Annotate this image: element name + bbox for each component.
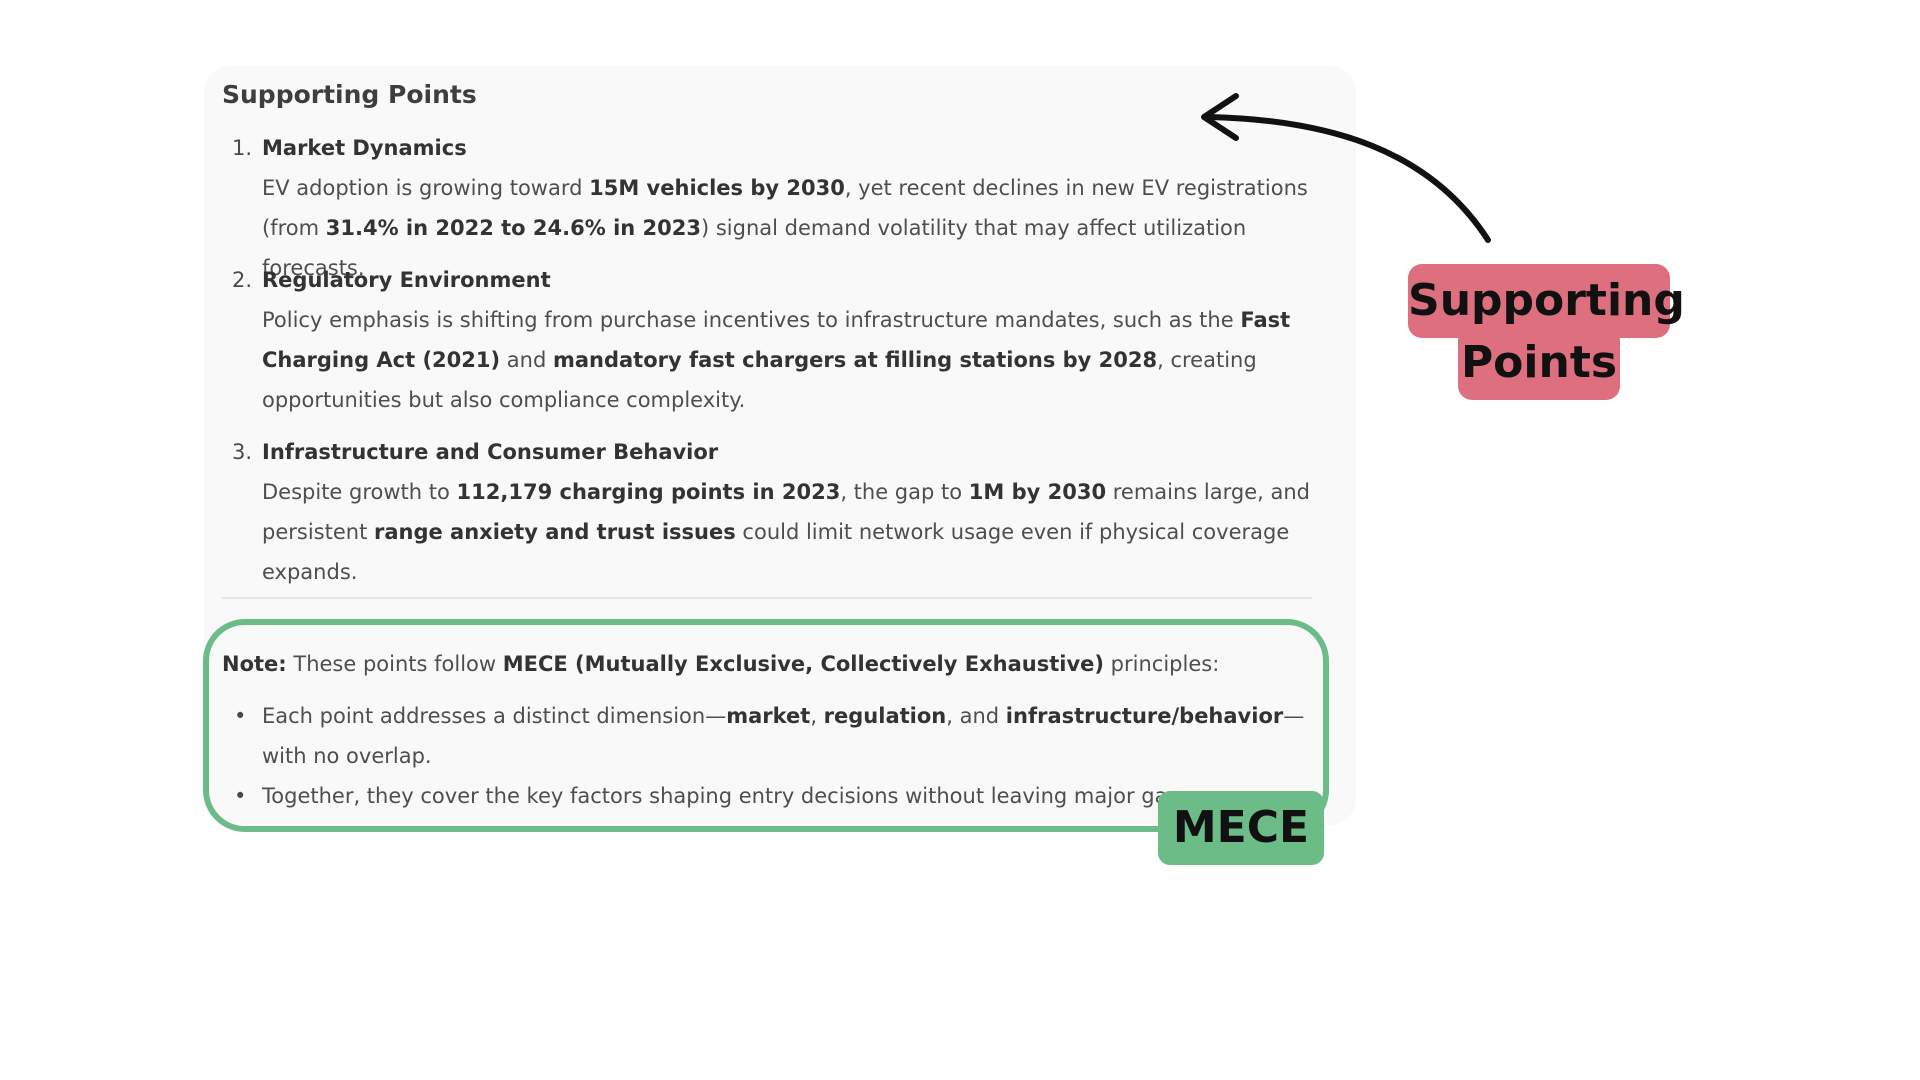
- text-run: Each point addresses a distinct dimensio…: [262, 704, 727, 728]
- bullet-text: Each point addresses a distinct dimensio…: [262, 696, 1322, 776]
- bullet-list: • Each point addresses a distinct dimens…: [222, 696, 1304, 816]
- list-item: • Each point addresses a distinct dimens…: [222, 696, 1304, 776]
- item-body: EV adoption is growing toward 15M vehicl…: [262, 168, 1342, 288]
- text-run: remains large, and persistent: [262, 480, 1311, 544]
- bullet-text: Together, they cover the key factors sha…: [262, 776, 1322, 816]
- bold-text: MECE (Mutually Exclusive, Collectively E…: [502, 652, 1104, 676]
- supporting-points-card: [204, 66, 1356, 825]
- bold-text: mandatory fast chargers at filling stati…: [552, 348, 1158, 372]
- bold-text: Fast Charging Act (2021): [262, 308, 1291, 372]
- bold-text: regulation: [823, 704, 947, 728]
- list-item-2: 2. Regulatory Environment Policy emphasi…: [222, 260, 1332, 420]
- text-run: Policy emphasis is shifting from purchas…: [262, 308, 1241, 332]
- divider: [222, 597, 1312, 599]
- text-run: , the gap to: [840, 480, 969, 504]
- item-body: Policy emphasis is shifting from purchas…: [262, 300, 1342, 420]
- mece-label: MECE: [1158, 791, 1324, 865]
- text-run: These points follow: [286, 652, 503, 676]
- list-item-1: 1. Market Dynamics EV adoption is growin…: [222, 128, 1332, 288]
- bullet-dot: •: [234, 704, 247, 728]
- item-number: 3.: [232, 440, 253, 464]
- text-run: Despite growth to: [262, 480, 457, 504]
- item-number: 2.: [232, 268, 253, 292]
- text-run: and: [500, 348, 553, 372]
- text-run: EV adoption is growing toward: [262, 176, 590, 200]
- mece-highlight-frame: [203, 619, 1329, 832]
- item-heading: Market Dynamics: [262, 136, 467, 160]
- supporting-points-label-line1: Supporting: [1408, 264, 1685, 338]
- text-run: ) signal demand volatility that may affe…: [262, 216, 1247, 280]
- text-run: , yet recent declines in new EV registra…: [262, 176, 1308, 240]
- text-run: principles:: [1104, 652, 1220, 676]
- text-run: ,: [810, 704, 824, 728]
- text-run: , and: [946, 704, 1006, 728]
- item-heading: Regulatory Environment: [262, 268, 551, 292]
- mece-note: Note: These points follow MECE (Mutually…: [222, 644, 1219, 684]
- curved-arrow-icon: [1201, 93, 1491, 243]
- bold-text: range anxiety and trust issues: [373, 520, 736, 544]
- bold-text: 1M by 2030: [968, 480, 1107, 504]
- item-number: 1.: [232, 136, 253, 160]
- bold-text: 31.4% in 2022 to 24.6% in 2023: [325, 216, 701, 240]
- text-run: , creating opportunities but also compli…: [262, 348, 1257, 412]
- card-title: Supporting Points: [222, 80, 477, 109]
- text-run: Together, they cover the key factors sha…: [262, 784, 1199, 808]
- supporting-points-label-line2: Points: [1458, 326, 1620, 400]
- text-run: —with no overlap.: [262, 704, 1305, 768]
- bold-text: infrastructure/behavior: [1005, 704, 1284, 728]
- text-run: could limit network usage even if physic…: [262, 520, 1290, 584]
- item-heading: Infrastructure and Consumer Behavior: [262, 440, 719, 464]
- bold-text: 112,179 charging points in 2023: [456, 480, 841, 504]
- bold-text: 15M vehicles by 2030: [589, 176, 845, 200]
- list-item-3: 3. Infrastructure and Consumer Behavior …: [222, 432, 1332, 592]
- item-body: Despite growth to 112,179 charging point…: [262, 472, 1342, 592]
- bold-text: market: [726, 704, 811, 728]
